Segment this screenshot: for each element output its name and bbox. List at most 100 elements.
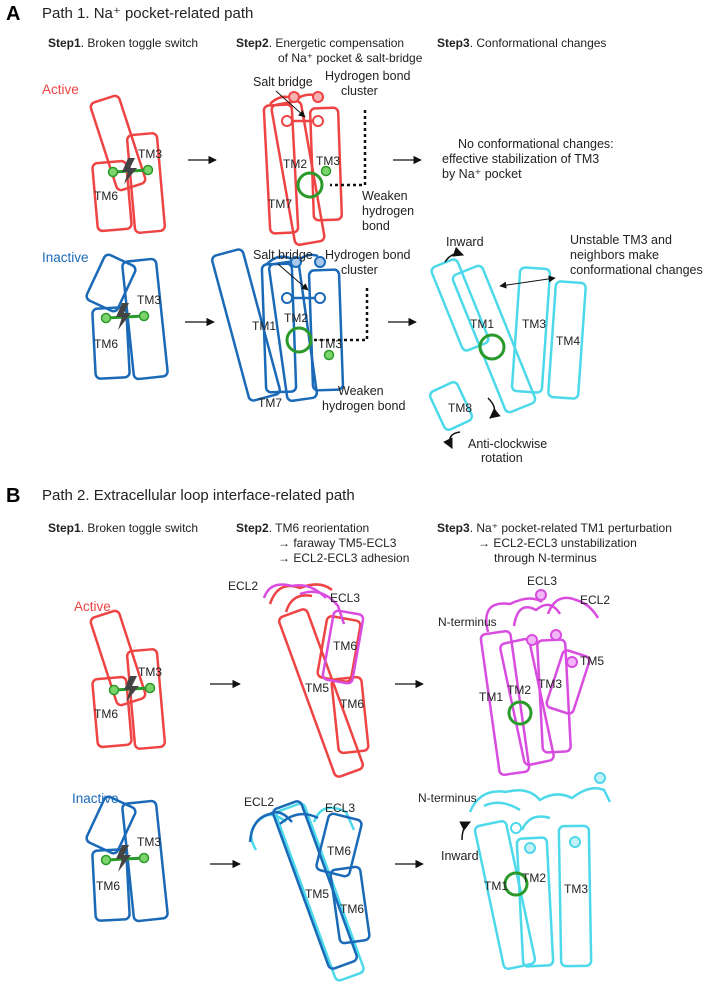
ecl2-label: ECL2 xyxy=(244,795,274,809)
panel-b-letter: B xyxy=(6,485,20,507)
no-change-label-3: by Na⁺ pocket xyxy=(442,167,522,181)
tm6-label: TM6 xyxy=(340,697,364,711)
unstable-label-2: neighbors make xyxy=(570,248,659,262)
tm4-label: TM4 xyxy=(556,334,580,348)
hb-cluster-label-1: Hydrogen bond xyxy=(325,69,411,83)
a-step1-inactive-helices xyxy=(85,253,169,381)
panel-b-inactive-label: Inactive xyxy=(72,791,119,806)
b-step2-active-loops xyxy=(262,583,365,685)
inward-label: Inward xyxy=(441,849,479,863)
tm7-label: TM7 xyxy=(258,396,282,410)
hb-cluster-label-2: cluster xyxy=(341,263,378,277)
weaken-inactive-label-1: Weaken xyxy=(338,384,384,398)
tm8-label: TM8 xyxy=(448,401,472,415)
salt-bridge-label: Salt bridge xyxy=(253,248,313,262)
panel-b-step3-header: Step3. Na⁺ pocket-related TM1 perturbati… xyxy=(437,521,672,535)
unstable-label-1: Unstable TM3 and xyxy=(570,233,672,247)
n-terminus-label: N-terminus xyxy=(438,615,497,629)
lightning-icon xyxy=(122,158,137,184)
anticlockwise-label-2: rotation xyxy=(481,451,523,465)
na-pocket xyxy=(296,171,324,199)
b-step1-inactive-switch xyxy=(100,845,150,872)
na-pocket xyxy=(285,326,313,354)
tm6-label: TM6 xyxy=(94,707,118,721)
tm1-label: TM1 xyxy=(470,317,494,331)
unstable-label-3: conformational changes xyxy=(570,263,703,277)
tm5-label: TM5 xyxy=(305,681,329,695)
tm3-label: TM3 xyxy=(522,317,546,331)
arrow-pointer xyxy=(275,90,306,118)
tm5-label: TM5 xyxy=(305,887,329,901)
a-step1-active-switch xyxy=(107,158,154,184)
panel-b-step3-header-line3: through N-terminus xyxy=(494,551,597,565)
b-step3-inactive-helices xyxy=(468,787,612,971)
tm6-label: TM6 xyxy=(333,639,357,653)
b-step1-inactive-helices xyxy=(85,795,169,923)
na-pocket xyxy=(503,871,529,897)
a-step1-inactive-switch xyxy=(100,303,150,330)
hb-cluster-label-1: Hydrogen bond xyxy=(325,248,411,262)
tm3-label: TM3 xyxy=(137,835,161,849)
tm3-label: TM3 xyxy=(138,665,162,679)
tm2-label: TM2 xyxy=(283,157,307,171)
panel-b-step2-header-line3: → ECL2-ECL3 adhesion xyxy=(278,551,409,565)
na-pocket xyxy=(478,333,506,361)
n-terminus-label: N-terminus xyxy=(418,791,477,805)
na-ion xyxy=(320,165,332,177)
curved-arrow xyxy=(487,397,501,419)
tm3-label: TM3 xyxy=(137,293,161,307)
b-step1-active-switch xyxy=(108,676,156,702)
curved-arrow xyxy=(443,431,461,449)
tm2-label: TM2 xyxy=(507,683,531,697)
tm2-label: TM2 xyxy=(284,311,308,325)
a-step2-inactive-salt-bridge xyxy=(281,256,326,304)
tm6-label: TM6 xyxy=(327,844,351,858)
a-step2-active-helices xyxy=(262,93,344,246)
tm2-label: TM2 xyxy=(522,871,546,885)
tm6-label: TM6 xyxy=(96,879,120,893)
helix-tm6 xyxy=(91,159,133,233)
a-step2-inactive-helices xyxy=(211,248,345,403)
tm1-label: TM1 xyxy=(484,879,508,893)
panel-a-step2-header: Step2. Energetic compensation xyxy=(236,36,404,50)
ecl3-label: ECL3 xyxy=(330,591,360,605)
tm3-label: TM3 xyxy=(538,677,562,691)
panel-a-step1-header: Step1. Broken toggle switch xyxy=(48,36,198,50)
hb-cluster-label-2: cluster xyxy=(341,84,378,98)
a-step1-active-helices xyxy=(89,94,167,234)
curved-arrow xyxy=(459,821,471,841)
tm3-label: TM3 xyxy=(564,882,588,896)
tm6-label: TM6 xyxy=(94,189,118,203)
helix xyxy=(89,94,147,192)
ecl3-label: ECL3 xyxy=(527,574,557,588)
tm7-label: TM7 xyxy=(268,197,292,211)
tm6-label: TM6 xyxy=(94,337,118,351)
panel-b-step2-header-line2: → faraway TM5-ECL3 xyxy=(278,536,397,550)
panel-a-step3-header: Step3. Conformational changes xyxy=(437,36,606,50)
panel-b-active-label: Active xyxy=(74,599,111,614)
ecl3-label: ECL3 xyxy=(325,801,355,815)
lightning-icon xyxy=(116,303,131,330)
weaken-label-2: hydrogen xyxy=(362,204,414,218)
panel-b-step3-header-line2: → ECL2-ECL3 unstabilization xyxy=(478,536,637,550)
weaken-label-3: bond xyxy=(362,219,390,233)
inward-label: Inward xyxy=(446,235,484,249)
lightning-icon xyxy=(124,676,139,702)
weaken-inactive-label-2: hydrogen bond xyxy=(322,399,405,413)
ecl2-label: ECL2 xyxy=(228,579,258,593)
b-step3-inactive-beads xyxy=(524,772,606,854)
panel-b-title: Path 2. Extracellular loop interface-rel… xyxy=(42,487,355,504)
ecl2-label: ECL2 xyxy=(580,593,610,607)
anticlockwise-label-1: Anti-clockwise xyxy=(468,437,547,451)
a-step2-active-salt-bridge xyxy=(281,91,324,127)
panel-a-step2-header-line2: of Na⁺ pocket & salt-bridge xyxy=(278,51,423,65)
b-step2-active-helices xyxy=(268,583,370,778)
tm5-label: TM5 xyxy=(580,654,604,668)
b-step1-active-helices xyxy=(89,609,167,750)
tm3-label: TM3 xyxy=(138,147,162,161)
tm1-label: TM1 xyxy=(252,319,276,333)
panel-a-letter: A xyxy=(6,3,20,25)
tm1-label: TM1 xyxy=(479,690,503,704)
b-step2-inactive-helices xyxy=(248,800,371,982)
